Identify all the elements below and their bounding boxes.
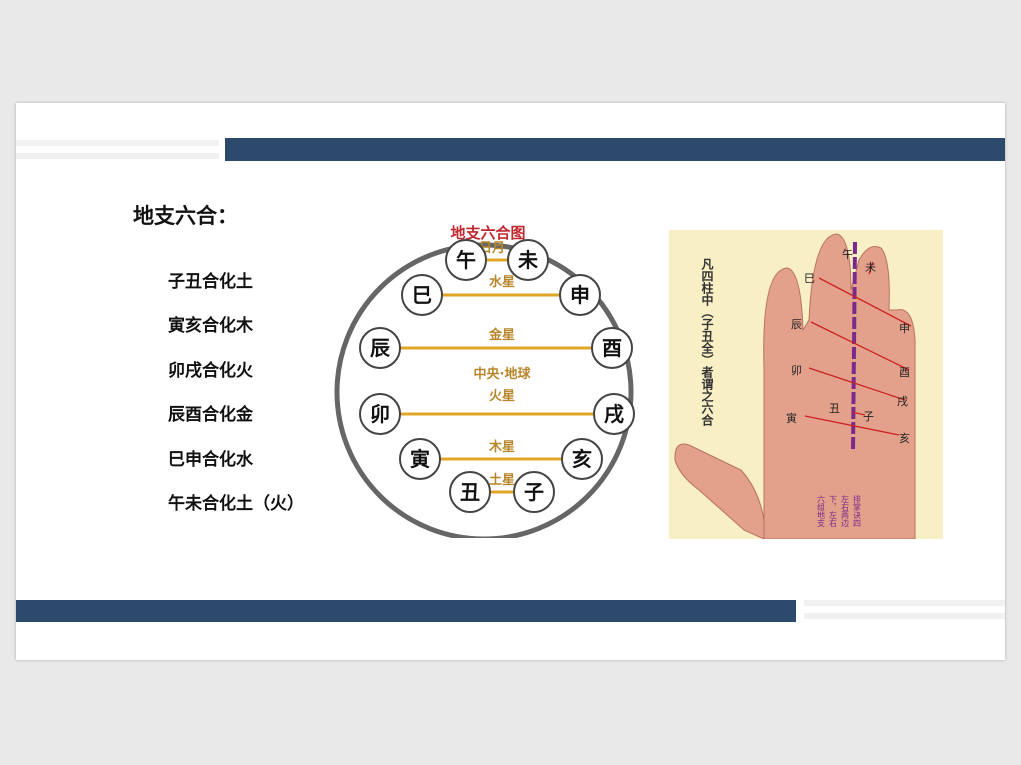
planet-label: 火星 bbox=[489, 389, 515, 404]
hand-branch-label: 未 bbox=[865, 261, 876, 274]
branch-circle bbox=[359, 393, 401, 435]
branch-label: 子 bbox=[524, 480, 544, 504]
branch-circle bbox=[401, 274, 443, 316]
list-item: 辰酉合化金 bbox=[168, 405, 253, 425]
center-line bbox=[851, 241, 857, 453]
header-stripe-left-2 bbox=[16, 153, 219, 159]
branch-circle bbox=[507, 239, 549, 281]
hand-branch-label: 申 bbox=[899, 322, 910, 335]
branch-circle bbox=[593, 393, 635, 435]
footer-stripe-right-2 bbox=[804, 613, 1005, 619]
palm bbox=[763, 233, 916, 539]
branch-label: 戌 bbox=[604, 402, 624, 426]
arrow bbox=[868, 261, 874, 275]
arrow bbox=[851, 411, 866, 416]
arrow bbox=[810, 321, 910, 371]
header-bar bbox=[225, 138, 1005, 161]
branch-circle bbox=[399, 438, 441, 480]
branch-circle bbox=[513, 471, 555, 513]
list-item: 卯戌合化火 bbox=[168, 361, 253, 381]
branch-circle bbox=[561, 438, 603, 480]
branch-circle bbox=[359, 327, 401, 369]
six-harmony-wheel: 地支六合图 日月 午 未 水星 巳 申 金星 辰 酉 中央·地球 火星 卯 戌 bbox=[334, 224, 635, 538]
hand-note: 左右两边 bbox=[841, 494, 850, 528]
hand-diagram: 午 未 巳 申 辰 酉 卯 戌 寅 丑 子 亥 凡四柱中（子丑全）者谓之六合 六… bbox=[669, 230, 943, 539]
arrow bbox=[808, 367, 906, 401]
branch-circle bbox=[591, 327, 633, 369]
planet-label: 土星 bbox=[489, 472, 515, 488]
branch-label: 卯 bbox=[370, 402, 390, 426]
planet-label: 中央·地球 bbox=[474, 366, 532, 382]
footer-stripe-right bbox=[804, 600, 1005, 606]
hand-branch-label: 子 bbox=[863, 410, 874, 423]
hand-branch-label: 寅 bbox=[786, 411, 797, 425]
wheel-title: 地支六合图 bbox=[450, 224, 525, 242]
hand-branch-label: 辰 bbox=[791, 318, 802, 331]
list-item: 寅亥合化木 bbox=[168, 316, 253, 336]
branch-label: 辰 bbox=[370, 336, 391, 360]
planet-label: 木星 bbox=[488, 439, 515, 455]
list-item: 巳申合化水 bbox=[168, 450, 253, 470]
hand-caption: 凡四柱中（子丑全）者谓之六合 bbox=[700, 258, 714, 427]
arrow bbox=[818, 277, 912, 327]
thumb bbox=[674, 443, 765, 539]
hand-branch-label: 巳 bbox=[804, 272, 815, 285]
branch-label: 申 bbox=[570, 283, 590, 307]
list-item: 午未合化土（火） bbox=[168, 494, 304, 514]
planet-label: 水星 bbox=[489, 274, 515, 290]
hand-branch-label: 亥 bbox=[899, 431, 910, 445]
hand-branch-label: 丑 bbox=[829, 402, 840, 415]
branch-label: 未 bbox=[518, 248, 538, 272]
hand-branch-label: 酉 bbox=[899, 366, 910, 379]
hand-branch-label: 卯 bbox=[791, 364, 802, 377]
hand-note: 六组地支 bbox=[817, 494, 826, 528]
branch-label: 寅 bbox=[410, 447, 430, 471]
hand-branch-label: 戌 bbox=[897, 395, 908, 408]
branch-label: 酉 bbox=[602, 336, 622, 360]
hand-branch-label: 午 bbox=[842, 248, 853, 261]
slide: 地支六合： 子丑合化土 寅亥合化木 卯戌合化火 辰酉合化金 巳申合化水 午未合化… bbox=[16, 103, 1005, 660]
branch-circle bbox=[445, 239, 487, 281]
branch-label: 亥 bbox=[572, 447, 592, 471]
branch-label: 巳 bbox=[412, 283, 432, 307]
slide-title: 地支六合： bbox=[133, 204, 238, 228]
branch-label: 丑 bbox=[460, 480, 480, 504]
branch-circle bbox=[559, 274, 601, 316]
hand-note: 排掌诀四 bbox=[853, 494, 862, 527]
arrow bbox=[804, 415, 900, 436]
planet-label: 金星 bbox=[488, 327, 515, 343]
branch-label: 午 bbox=[456, 248, 476, 272]
header-stripe-left bbox=[16, 140, 219, 146]
list-item: 子丑合化土 bbox=[168, 272, 253, 292]
branch-circle bbox=[449, 471, 491, 513]
hand-note: 下，左右 bbox=[829, 495, 838, 528]
footer-bar bbox=[16, 600, 796, 622]
